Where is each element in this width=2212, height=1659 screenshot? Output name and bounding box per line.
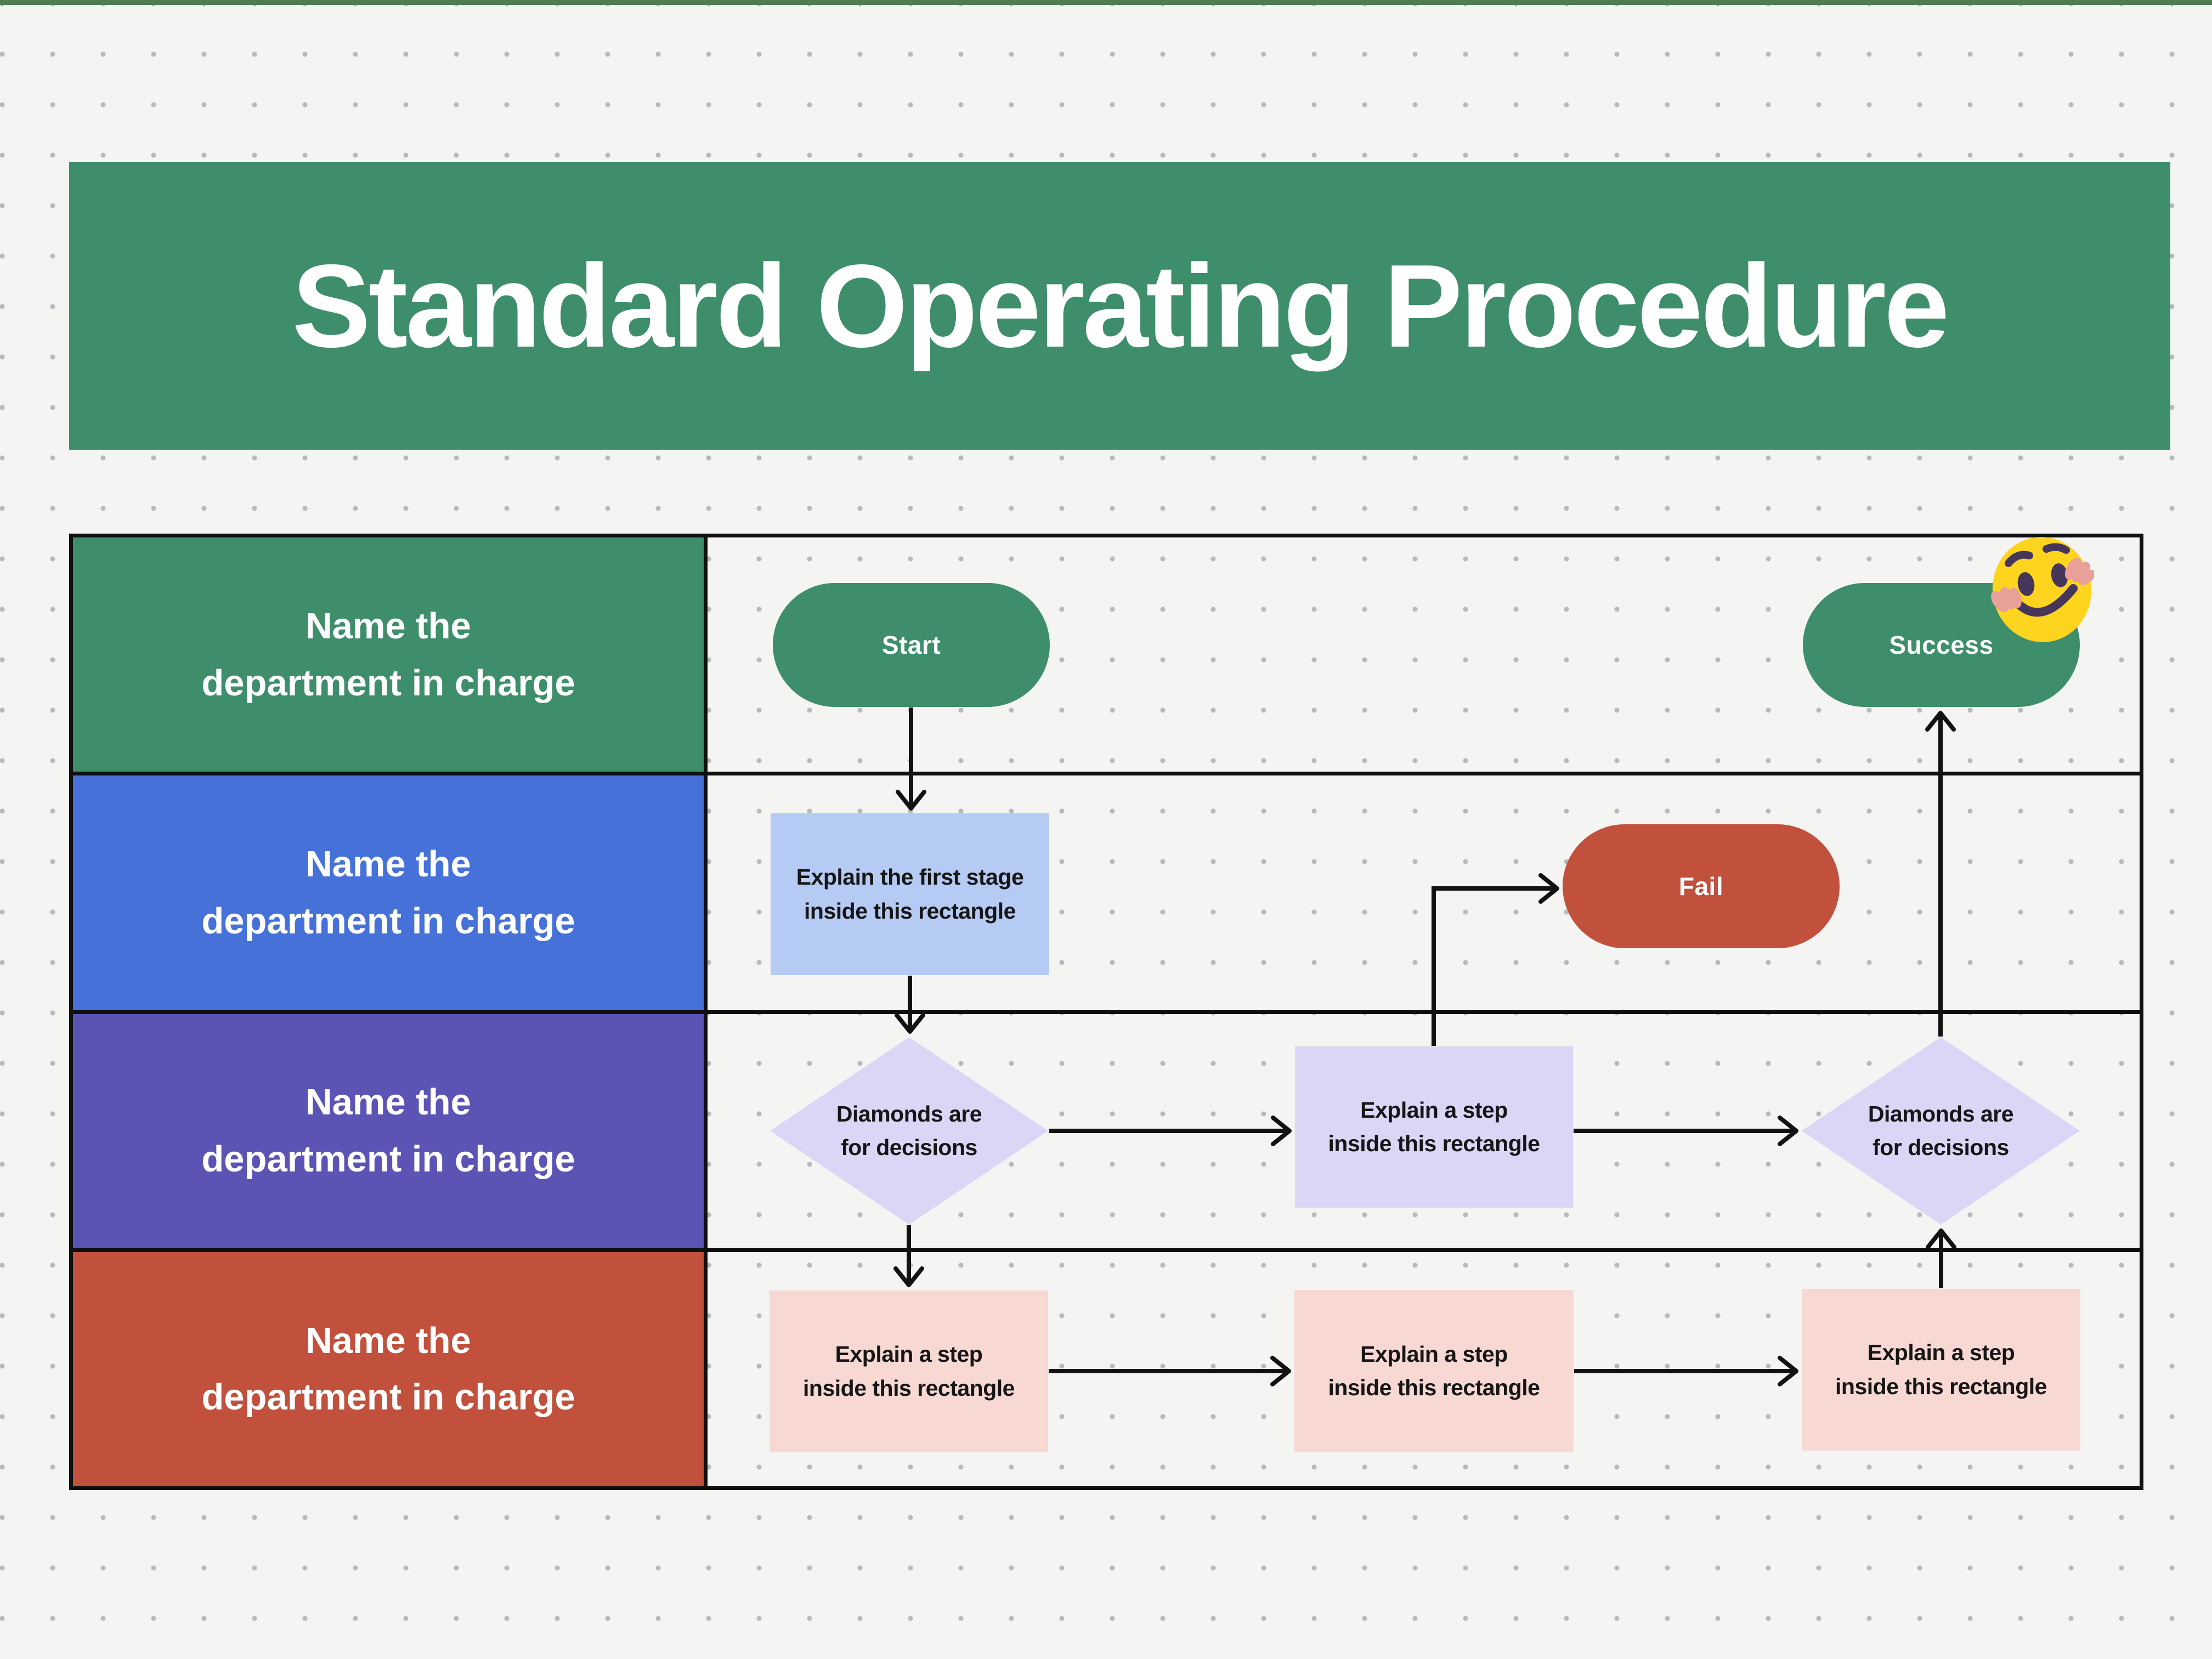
start-node-label: Start xyxy=(881,631,941,659)
fail-node: Fail xyxy=(1563,824,1840,948)
page-title: Standard Operating Procedure xyxy=(292,239,1949,372)
success-node-label: Success xyxy=(1889,631,1994,659)
smiley-face-icon xyxy=(1991,537,2094,642)
right-hand-blob xyxy=(2064,558,2094,585)
start-node: Start xyxy=(773,583,1050,707)
top-accent-strip xyxy=(0,0,2212,5)
fail-node-label: Fail xyxy=(1678,872,1724,901)
title-banner: Standard Operating Procedure xyxy=(69,162,2170,450)
left-hand-blob xyxy=(1991,587,2022,613)
